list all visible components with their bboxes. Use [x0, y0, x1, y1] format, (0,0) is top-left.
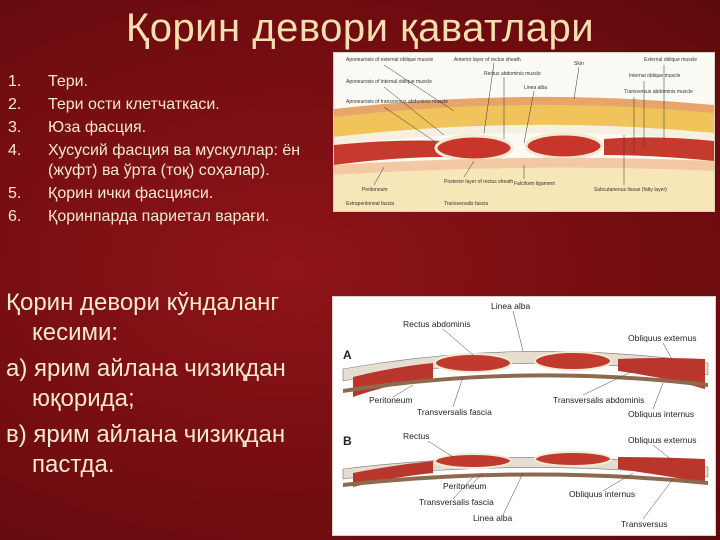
list-item: 3.Юза фасция. — [8, 118, 330, 138]
section-a-rectus-right — [535, 352, 611, 370]
rectus-sheath-diagram: Linea alba Rectus abdominis Obliquus ext… — [332, 296, 716, 536]
list-item-text: Хусусий фасция ва мускуллар: ён (жуфт) в… — [48, 141, 330, 181]
label-marker-b: B — [343, 434, 352, 448]
cross-section-heading: Қорин девори кўндаланг кесими: — [6, 288, 326, 348]
label-transversus-abdominis: Transversalis abdominis — [553, 395, 644, 405]
list-item-text: Тери ости клетчаткаси. — [48, 95, 330, 115]
illustration-bottom-svg: Linea alba Rectus abdominis Obliquus ext… — [333, 297, 715, 535]
list-item: 6.Қоринпарда париетал варағи. — [8, 207, 330, 227]
label-ext-oblique-apo: Aponeurosis of external oblique muscle — [346, 57, 433, 63]
label-transversus: Transversus — [621, 519, 667, 529]
section-a-rectus-left — [435, 354, 511, 372]
label-post-sheath: Posterior layer of rectus sheath — [444, 179, 513, 185]
list-item-number: 4. — [8, 141, 48, 181]
list-item-number: 2. — [8, 95, 48, 115]
label-transversalis: Transversalis fascia — [444, 201, 488, 207]
list-item-text: Юза фасция. — [48, 118, 330, 138]
label-linea-alba: Linea alba — [524, 85, 547, 91]
abdominal-wall-cross-section-illustration: Aponeurosis of external oblique muscle A… — [333, 52, 715, 212]
cross-section-text: Қорин девори кўндаланг кесими: а) ярим а… — [6, 288, 326, 486]
list-item: 2.Тери ости клетчаткаси. — [8, 95, 330, 115]
list-item-number: 1. — [8, 72, 48, 92]
list-item: 4.Хусусий фасция ва мускуллар: ён (жуфт)… — [8, 141, 330, 181]
label-transversalis-a: Transversalis fascia — [417, 407, 492, 417]
label-rectus-abdominis: Rectus abdominis — [403, 319, 471, 329]
label-obliquus-externus-b: Obliquus externus — [628, 435, 697, 445]
list-item: 5.Қорин ички фасцияси. — [8, 184, 330, 204]
rectus-right — [526, 134, 602, 158]
label-ant-sheath: Anterior layer of rectus sheath — [454, 57, 521, 63]
label-subcutaneous: Subcutaneous tissue (fatty layer) — [594, 187, 667, 193]
list-item-text: Қоринпарда париетал варағи. — [48, 207, 330, 227]
label-peritoneum-a: Peritoneum — [369, 395, 412, 405]
label-ext-oblique: External oblique muscle — [644, 57, 697, 63]
label-linea-alba-bottom: Linea alba — [473, 513, 513, 523]
label-int-oblique: Internal oblique muscle — [629, 73, 681, 79]
label-rectus: Rectus — [403, 431, 429, 441]
label-obliquus-externus-a: Obliquus externus — [628, 333, 697, 343]
layers-list: 1.Тери. 2.Тери ости клетчаткаси. 3.Юза ф… — [8, 72, 330, 230]
list-item-text: Тери. — [48, 72, 330, 92]
cross-section-item-b: в) ярим айлана чизиқдан пастда. — [6, 420, 326, 480]
label-marker-a: A — [343, 348, 352, 362]
label-int-oblique-apo: Aponeurosis of internal oblique muscle — [346, 79, 432, 85]
label-transversalis-b: Transversalis fascia — [419, 497, 494, 507]
list-item-number: 5. — [8, 184, 48, 204]
label-obliquus-internus-a: Obliquus internus — [628, 409, 694, 419]
label-extraperitoneal: Extraperitoneal fascia — [346, 201, 394, 207]
list-item-text: Қорин ички фасцияси. — [48, 184, 330, 204]
label-linea-alba-top: Linea alba — [491, 301, 531, 311]
list-item-number: 3. — [8, 118, 48, 138]
slide-title: Қорин девори қаватлари — [0, 6, 720, 51]
label-obliquus-internus-b: Obliquus internus — [569, 489, 635, 499]
label-skin: Skin — [574, 61, 584, 67]
cross-section-item-a: а) ярим айлана чизиқдан юқорида; — [6, 354, 326, 414]
section-b-rectus-left — [435, 454, 511, 468]
label-transversus-apo: Aponeurosis of transversus abdominis mus… — [346, 99, 448, 105]
label-falciform: Falciform ligament — [514, 181, 555, 187]
rectus-left — [436, 136, 512, 160]
label-transversus: Transversus abdominis muscle — [624, 89, 693, 95]
section-b-rectus-right — [535, 452, 611, 466]
list-item: 1.Тери. — [8, 72, 330, 92]
label-peritoneum: Peritoneum — [362, 187, 388, 193]
illustration-top-svg: Aponeurosis of external oblique muscle A… — [334, 53, 714, 211]
lateral-muscles-right — [604, 137, 714, 161]
list-item-number: 6. — [8, 207, 48, 227]
